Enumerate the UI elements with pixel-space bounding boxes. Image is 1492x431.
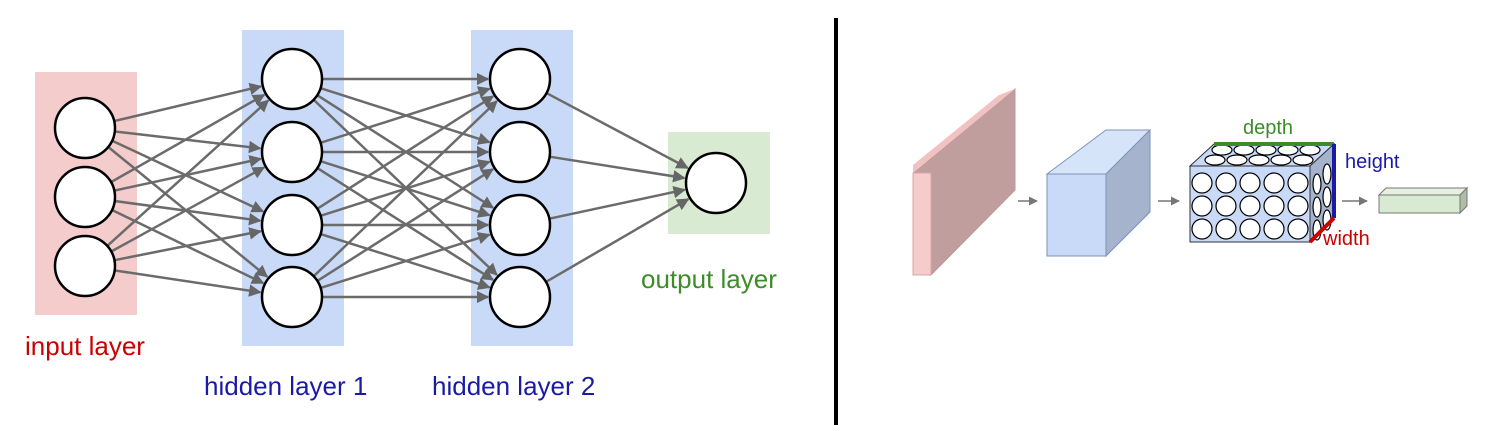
convnet-diagram: depth height width (912, 87, 1469, 277)
neuron-front (1215, 218, 1237, 240)
depth-label: depth (1243, 117, 1293, 139)
connection-edge (110, 93, 266, 184)
neuron-front (1191, 218, 1213, 240)
connection-edge (320, 232, 491, 290)
neuron-top (1299, 144, 1321, 156)
neuron-front (1263, 218, 1285, 240)
neuron-front (1263, 195, 1285, 217)
cube-neurons (1191, 144, 1332, 241)
neuron-top (1270, 154, 1292, 166)
width-label: width (1322, 228, 1370, 250)
hidden-layer-2-label: hidden layer 2 (432, 371, 595, 401)
neuron-volume (1188, 142, 1336, 244)
neuron-front (1239, 172, 1261, 194)
hidden-2-neuron (488, 47, 552, 111)
neuron-front (1191, 172, 1213, 194)
connection-edge (113, 82, 263, 123)
hidden-2-neuron (488, 265, 552, 329)
neuron-top (1211, 144, 1233, 156)
neuron-front (1215, 172, 1237, 194)
connection-edges (106, 72, 690, 304)
connection-edge (110, 166, 266, 253)
output-volume (1377, 186, 1469, 215)
connection-edge (316, 95, 495, 210)
connection-edge (106, 99, 270, 247)
connection-edge (320, 86, 491, 145)
input-layer-label: input layer (25, 331, 145, 361)
hidden-volume (1045, 128, 1152, 258)
neuron-top (1255, 144, 1277, 156)
neuron-front (1287, 218, 1309, 240)
neuron-front (1287, 172, 1309, 194)
neuron-top (1277, 144, 1299, 156)
connection-edge (114, 269, 262, 297)
hidden-2-neuron (488, 120, 552, 184)
neuron-top (1248, 154, 1270, 166)
neurons (53, 47, 748, 329)
hidden-1-neuron (260, 47, 324, 111)
hidden-2-neuron (488, 193, 552, 257)
neuron-top (1233, 144, 1255, 156)
width-edge (1308, 216, 1336, 244)
hidden-1-neuron (260, 120, 324, 184)
connection-edge (549, 185, 686, 220)
neuron-side (1312, 173, 1322, 195)
neuron-front (1239, 218, 1261, 240)
hidden-1-neuron (260, 265, 324, 329)
neuron-top (1292, 154, 1314, 166)
height-label: height (1345, 151, 1400, 173)
neural-network-diagram: input layer hidden layer 1 hidden layer … (25, 30, 777, 401)
neuron-side (1312, 196, 1322, 218)
connection-edge (549, 155, 686, 183)
neuron-top (1226, 154, 1248, 166)
output-neuron (684, 151, 748, 215)
input-volume (912, 87, 1016, 277)
neuron-front (1263, 172, 1285, 194)
input-neuron (53, 234, 117, 298)
input-neuron (53, 165, 117, 229)
neuron-front (1239, 195, 1261, 217)
connection-edge (316, 168, 495, 282)
connection-edge (111, 139, 265, 213)
connection-edge (545, 198, 690, 283)
hidden-1-neuron (260, 193, 324, 257)
connection-edge (114, 227, 262, 262)
neuron-front (1287, 195, 1309, 217)
neuron-side (1322, 186, 1332, 208)
hidden-layer-1-label: hidden layer 1 (204, 371, 367, 401)
connection-edge (545, 91, 689, 170)
neuron-top (1204, 154, 1226, 166)
output-layer-label: output layer (641, 264, 777, 294)
connection-edge (312, 100, 498, 278)
neuron-front (1191, 195, 1213, 217)
input-neuron (53, 96, 117, 160)
neuron-side (1322, 163, 1332, 185)
neuron-front (1215, 195, 1237, 217)
